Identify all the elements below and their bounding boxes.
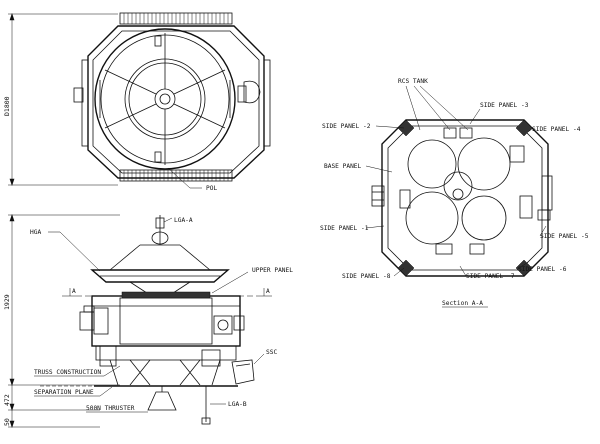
label-lga-a: LGA-A bbox=[174, 217, 193, 224]
label-side-panel-5: SIDE PANEL -5 bbox=[540, 233, 589, 240]
section-title: Section A-A bbox=[442, 300, 483, 307]
label-side-panel-8: SIDE PANEL -8 bbox=[342, 273, 391, 280]
label-pol: POL bbox=[206, 185, 217, 192]
top-view: D1800 bbox=[3, 12, 271, 192]
label-side-panel-4: SIDE PANEL -4 bbox=[532, 126, 581, 133]
side-view: 1929 472 50 LGA-A HGA UPPER PANEL A A bbox=[3, 214, 293, 428]
label-base-panel: BASE PANEL bbox=[324, 163, 362, 170]
section-view: RCS TANK SIDE PANEL -3 SIDE PANEL -2 SID… bbox=[320, 78, 589, 308]
label-side-panel-2: SIDE PANEL -2 bbox=[322, 123, 371, 130]
label-truss: TRUSS CONSTRUCTION bbox=[34, 369, 101, 376]
label-side-panel-7: SIDE PANEL -7 bbox=[466, 273, 515, 280]
label-separation: SEPARATION PLANE bbox=[34, 389, 94, 396]
label-hga: HGA bbox=[30, 229, 41, 236]
label-upper-panel: UPPER PANEL bbox=[252, 267, 293, 274]
label-lga-b: LGA-B bbox=[228, 401, 247, 408]
label-section-a-left: A bbox=[72, 288, 76, 295]
dim-50: 50 bbox=[3, 418, 11, 426]
dim-472: 472 bbox=[3, 394, 11, 406]
label-side-panel-6: SIDE PANEL -6 bbox=[518, 266, 567, 273]
label-rcs-tank: RCS TANK bbox=[398, 78, 428, 85]
dim-1929: 1929 bbox=[3, 294, 11, 310]
label-side-panel-1: SIDE PANEL -1 bbox=[320, 225, 369, 232]
dim-diameter: D1800 bbox=[3, 96, 11, 116]
label-thruster: 500N THRUSTER bbox=[86, 405, 135, 412]
label-section-a-right: A bbox=[266, 288, 270, 295]
label-ssc: SSC bbox=[266, 349, 277, 356]
label-side-panel-3: SIDE PANEL -3 bbox=[480, 102, 529, 109]
